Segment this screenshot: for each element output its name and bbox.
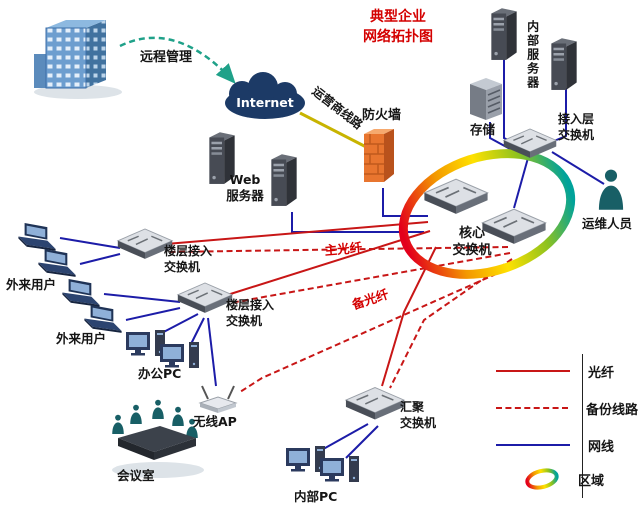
storage-icon [469,77,503,121]
backup-fiber-lines [167,246,515,393]
web-server-icon-2 [271,154,297,206]
legend-row-fiber: 光纤 [496,356,638,386]
legend-row-cable: 网线 [496,430,638,460]
legend-divider [582,354,583,498]
web-server-icon-1 [209,132,235,184]
legend-label-cable: 网线 [588,439,615,455]
legend-label-fiber: 光纤 [588,365,615,381]
diagram-title: 典型企业 网络拓扑图 [363,9,433,45]
internet-cloud-icon [225,72,305,119]
floor-switch-icon-2 [177,282,233,314]
legend-label-backup: 备份线路 [585,402,638,418]
firewall-icon [363,128,395,183]
cable-line-swatch [496,444,570,446]
zone-ring-swatch [525,468,559,490]
carrier-line-link [299,111,373,152]
network-cable-lines [59,58,605,459]
meeting-room-icon [112,399,204,478]
external-laptop-icon-3 [62,279,100,307]
legend-label-zone: 区域 [578,473,605,489]
core-zone-ring [398,149,576,279]
internal-server-icon-2 [551,38,577,90]
ops-person-icon [598,169,624,210]
external-laptop-icon-2 [38,249,76,277]
internal-server-icon-1 [491,8,517,60]
wireless-ap-icon [199,385,237,414]
external-laptop-icon-4 [84,305,122,333]
internal-pc-icon-2 [320,456,359,482]
legend: 光纤 备份线路 网线 区域 [496,352,638,500]
office-pc-icon-2 [160,342,199,368]
office-building-icon [34,20,122,99]
office-pc-icon-1 [126,330,165,356]
floor-switch-icon-1 [117,228,173,260]
remote-management-arrow [119,36,236,84]
external-laptop-icon-1 [18,223,56,251]
core-switch-icon-2 [481,208,547,245]
legend-row-zone: 区域 [496,464,638,494]
aggregation-switch-icon [345,386,405,421]
core-switch-icon-1 [423,178,489,215]
internal-pc-icon-1 [286,446,325,472]
backup-line-swatch [496,407,568,409]
legend-row-backup: 备份线路 [496,393,638,423]
fiber-line-swatch [496,370,570,372]
